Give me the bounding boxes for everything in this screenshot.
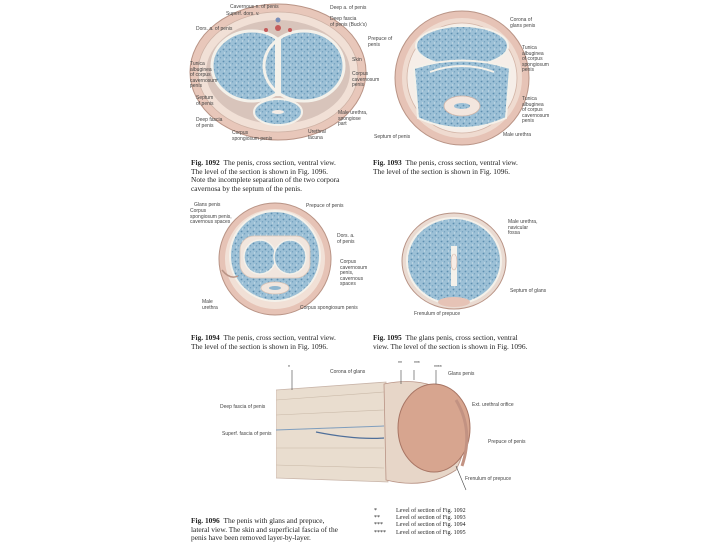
caption-1092-text: The penis, cross section, ventral view. … — [191, 158, 340, 193]
label-skin: Skin — [352, 57, 362, 63]
caption-1095-text: The glans penis, cross section, ventral … — [373, 333, 528, 351]
label-prepuce-1093: Prepuce of penis — [368, 36, 393, 48]
figure-1093-illustration — [390, 8, 535, 148]
label-glans-1094: Glans penis — [194, 202, 221, 208]
figure-1094-illustration — [210, 200, 340, 318]
legend-row: ** Level of section of Fig. 1093 — [374, 515, 466, 522]
label-prepuce-1094: Prepuce of penis — [306, 203, 344, 209]
caption-1096: Fig. 1096 The penis with glans and prepu… — [191, 509, 371, 543]
label-frenulum-1096: Frenulum of prepuce — [465, 476, 512, 482]
label-deep-fascia-1096: Deep fascia of penis — [220, 404, 266, 410]
label-deep-fascia-bucks: Deep fascia of penis (Buck's) — [330, 16, 367, 28]
legend-text: Level of section of Fig. 1092 — [396, 508, 466, 514]
label-urethral-lacuna: Urethral lacuna — [308, 129, 326, 141]
label-frenulum-1095: Frenulum of prepuce — [414, 311, 461, 317]
label-superf-fascia: Superf. fascia of penis — [222, 431, 272, 437]
caption-1096-text: The penis with glans and prepuce, latera… — [191, 516, 338, 543]
label-septum: Septum of penis — [196, 95, 214, 107]
label-corpus-spongiosum-1094: Corpus spongiosum penis — [300, 305, 358, 311]
label-tunica-cavernosum-1093: Tunica albuginea of corpus cavernosum pe… — [522, 96, 550, 124]
label-corpus-cavernosum-spaces: Corpus cavernosum penis, cavernous space… — [340, 259, 368, 287]
caption-1092-number: Fig. 1092 — [191, 158, 220, 168]
legend-row: * Level of section of Fig. 1092 — [374, 508, 466, 515]
caption-1096-number: Fig. 1096 — [191, 516, 220, 526]
label-tunica-spongiosum: Tunica albuginea of corpus spongiosum pe… — [522, 45, 549, 73]
caption-1093: Fig. 1093 The penis, cross section, vent… — [373, 151, 553, 176]
figure-1092-illustration — [168, 0, 383, 145]
label-ext-urethral-orifice: Ext. urethral orifice — [472, 402, 514, 408]
caption-1093-number: Fig. 1093 — [373, 158, 402, 168]
caption-1094-number: Fig. 1094 — [191, 333, 220, 343]
legend-row: *** Level of section of Fig. 1094 — [374, 522, 466, 529]
legend-text: Level of section of Fig. 1095 — [396, 529, 466, 536]
label-male-urethra-1093: Male urethra — [503, 132, 532, 138]
figure-1096-illustration — [276, 370, 506, 498]
label-glans-1096: Glans penis — [448, 371, 475, 377]
label-mark-4: **** — [434, 365, 442, 371]
legend-text: Level of section of Fig. 1093 — [396, 515, 466, 522]
label-dors-a: Dors. a. of penis — [196, 26, 233, 32]
label-deep-fascia-left: Deep fascia of penis — [196, 117, 223, 129]
caption-1095-number: Fig. 1095 — [373, 333, 402, 343]
figure-1095-illustration — [398, 210, 510, 312]
legend-row: **** Level of section of Fig. 1095 — [374, 530, 466, 537]
label-male-urethra-1094: Male urethra — [202, 299, 218, 311]
caption-1093-text: The penis, cross section, ventral view. … — [373, 158, 518, 176]
label-tunica-albuginea: Tunica albuginea of corpus cavernosum pe… — [190, 61, 218, 89]
label-cavernous-n: Cavernous n. of penis — [230, 4, 279, 10]
label-superf-dors-v: Superf. dors. v. — [226, 11, 260, 17]
label-corona-glans: Corona of glans penis — [510, 17, 536, 29]
label-prepuce-1096: Prepuce of penis — [488, 439, 526, 445]
label-corona-1096: Corona of glans — [330, 369, 366, 375]
section-level-legend: * Level of section of Fig. 1092 ** Level o… — [374, 508, 466, 537]
legend-mark: * — [374, 508, 377, 514]
label-mark-2: ** — [398, 361, 402, 367]
legend-mark: *** — [374, 522, 383, 529]
caption-1095: Fig. 1095 The glans penis, cross section… — [373, 326, 573, 351]
caption-1094: Fig. 1094 The penis, cross section, vent… — [191, 326, 371, 351]
legend-text: Level of section of Fig. 1094 — [396, 522, 466, 529]
label-male-urethra-navicular: Male urethra, navicular fossa — [508, 219, 538, 236]
label-septum-1093: Septum of penis — [374, 134, 411, 140]
label-male-urethra-spongiose: Male urethra, spongiose part — [338, 110, 368, 127]
label-corpus-cavernosum: Corpus cavernosum penis — [352, 71, 380, 88]
label-mark-3: *** — [414, 361, 420, 367]
label-corpus-spongiosum-spaces: Corpus spongiosum penis, cavernous space… — [190, 208, 232, 225]
label-mark-1: * — [288, 365, 290, 371]
legend-mark: ** — [374, 515, 380, 522]
label-deep-dors-v: Deep a. of penis — [330, 5, 367, 11]
legend-mark: **** — [374, 529, 386, 536]
caption-1094-text: The penis, cross section, ventral view. … — [191, 333, 336, 351]
label-corpus-spongiosum: Corpus spongiosum penis — [232, 130, 273, 142]
caption-1092: Fig. 1092 The penis, cross section, vent… — [191, 151, 371, 193]
label-septum-glans: Septum of glans — [510, 288, 547, 294]
label-dors-a-1094: Dors. a. of penis — [337, 233, 355, 245]
